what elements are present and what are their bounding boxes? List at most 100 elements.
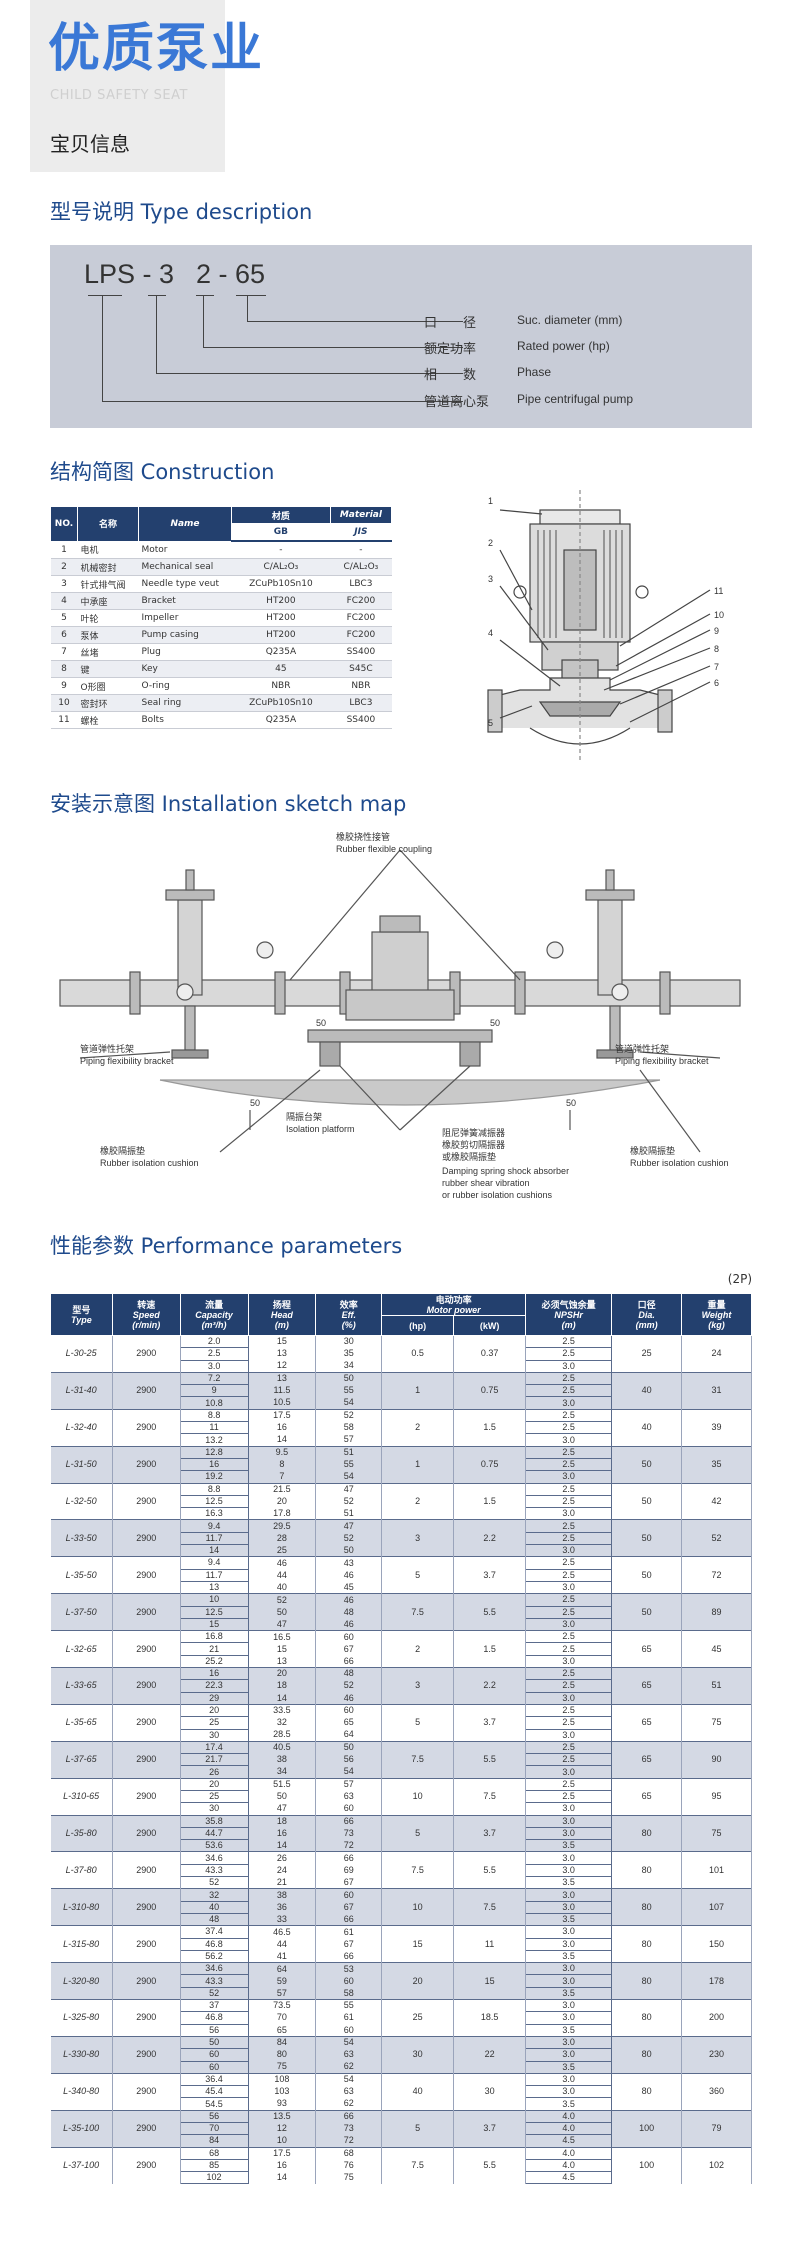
cell-npsh: 3.0	[525, 1851, 613, 1865]
cell-dia: 50	[611, 1445, 683, 1484]
cell-capacity: 26	[179, 1765, 249, 1779]
damper-en-3: or rubber isolation cushions	[442, 1190, 553, 1200]
cell-npsh: 3.0	[525, 1396, 613, 1410]
cell-speed: 2900	[112, 1482, 181, 1520]
cell-head: 13	[248, 1347, 317, 1361]
cell-hp: 7.5	[381, 1593, 455, 1631]
cell-head: 10	[248, 2134, 317, 2148]
part-no: 4	[50, 592, 78, 610]
cell-head: 73.5	[248, 1999, 317, 2012]
dim-50-d: 50	[566, 1098, 576, 1108]
cell-speed: 2900	[112, 2109, 181, 2148]
cell-speed: 2900	[112, 1630, 181, 1668]
dim-50-b: 50	[490, 1018, 500, 1028]
cell-eff: 60	[315, 1974, 383, 1988]
cell-kw: 30	[453, 2072, 527, 2111]
cell-npsh: 2.5	[525, 1421, 613, 1435]
cell-type: L-315-80	[50, 1925, 113, 1963]
desc-cn-pump: 管道离心泵	[424, 395, 490, 410]
cell-npsh: 3.0	[525, 1765, 613, 1779]
cell-capacity: 52	[179, 1876, 249, 1890]
cell-head: 32	[248, 1716, 317, 1729]
part-material-gb: 45	[231, 660, 331, 678]
cell-weight: 39	[681, 1408, 752, 1447]
cell-weight: 45	[681, 1630, 752, 1668]
cell-head: 40.5	[248, 1740, 317, 1754]
cell-type: L-37-100	[50, 2146, 113, 2184]
cell-head: 38	[248, 1888, 317, 1902]
bracket-right-cn: 管道弹性托架	[615, 1043, 669, 1054]
bracket-left-en: Piping flexibility bracket	[80, 1056, 174, 1066]
cell-hp: 10	[381, 1777, 455, 1816]
cell-capacity: 32	[179, 1888, 249, 1902]
cell-head: 9.5	[248, 1445, 317, 1459]
cell-capacity: 12.5	[179, 1494, 249, 1509]
cell-eff: 55	[315, 1458, 383, 1471]
part-material-jis: -	[330, 541, 392, 559]
cell-capacity: 9.4	[179, 1519, 249, 1533]
cell-npsh: 2.5	[525, 1457, 613, 1472]
cell-head: 10.5	[248, 1396, 317, 1410]
cell-hp: 5	[381, 1556, 455, 1594]
cell-eff: 66	[315, 1913, 383, 1926]
col-jis: JIS	[329, 523, 393, 542]
cell-head: 47	[248, 1802, 317, 1816]
cell-eff: 62	[315, 2097, 383, 2111]
cell-npsh: 2.5	[525, 1789, 613, 1804]
cell-npsh: 3.0	[525, 2085, 613, 2099]
callout-4: 4	[488, 628, 493, 638]
cell-weight: 24	[681, 1335, 752, 1373]
cell-eff: 48	[315, 1667, 383, 1680]
cell-eff: 66	[315, 1655, 383, 1668]
cell-npsh: 2.5	[525, 1605, 613, 1619]
cell-head: 14	[248, 1839, 317, 1852]
col-kw: (kW)	[453, 1315, 527, 1336]
part-material-gb: Q235A	[231, 643, 331, 661]
cell-dia: 25	[611, 1335, 683, 1373]
cell-head: 50	[248, 1790, 317, 1803]
cell-capacity: 21	[179, 1642, 249, 1656]
cell-capacity: 3.0	[179, 1359, 249, 1373]
cell-capacity: 12.8	[179, 1445, 249, 1459]
damper-en-2: rubber shear vibration	[442, 1178, 530, 1188]
cell-speed: 2900	[112, 2035, 181, 2074]
cell-capacity: 56.2	[179, 1949, 249, 1964]
part-no: 5	[50, 609, 78, 627]
cell-head: 51.5	[248, 1777, 317, 1791]
cell-hp: 2	[381, 1630, 455, 1668]
cell-speed: 2900	[112, 1667, 181, 1705]
cell-npsh: 2.5	[525, 1556, 613, 1570]
cell-head: 93	[248, 2097, 317, 2111]
cell-speed: 2900	[112, 1888, 181, 1926]
part-name-en: Plug	[138, 643, 232, 661]
cell-kw: 5.5	[453, 1593, 527, 1631]
cell-speed: 2900	[112, 1999, 181, 2037]
cell-type: L-320-80	[50, 1962, 113, 2000]
cell-hp: 10	[381, 1888, 455, 1926]
cell-npsh: 4.0	[525, 2158, 613, 2173]
cushion-right-en: Rubber isolation cushion	[630, 1158, 729, 1168]
type-description-panel: LPS - 3 2 - 65 口 径 Suc. diameter (mm) 额定…	[50, 245, 752, 428]
callout-1: 1	[488, 496, 493, 506]
cell-head: 52	[248, 1593, 317, 1607]
part-name-cn: 中承座	[77, 592, 139, 610]
cell-head: 33	[248, 1913, 317, 1926]
cell-capacity: 60	[179, 2048, 249, 2062]
pump-construction-drawing: 1 2 3 4 5 11 10 9 8 7 6	[487, 490, 724, 760]
cell-npsh: 3.0	[525, 2035, 613, 2050]
cell-weight: 360	[681, 2072, 752, 2111]
callout-9: 9	[714, 626, 719, 636]
leader-line	[247, 295, 248, 321]
